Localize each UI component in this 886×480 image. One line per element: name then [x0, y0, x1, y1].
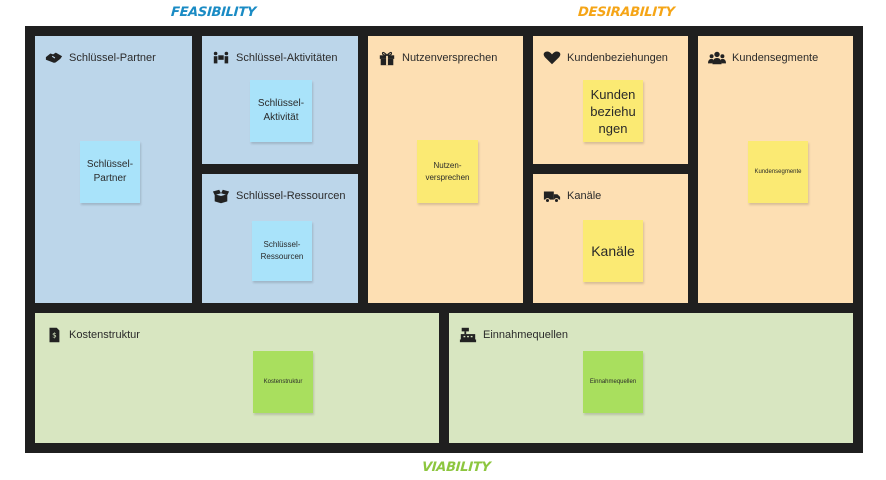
- sticky-note[interactable]: Kanäle: [583, 220, 643, 282]
- block-title: Nutzenversprechen: [402, 52, 498, 64]
- block-key-activities: Schlüssel-Aktivitäten Schlüssel- Aktivit…: [202, 36, 358, 164]
- sticky-note[interactable]: Kundensegmente: [748, 141, 808, 203]
- gift-icon: [378, 50, 396, 66]
- cash-register-icon: [459, 327, 477, 343]
- heart-icon: [543, 50, 561, 66]
- users-icon: [708, 50, 726, 66]
- block-title: Einnahmequellen: [483, 329, 569, 341]
- block-cost-structure: $ Kostenstruktur Kostenstruktur: [35, 313, 439, 443]
- sticky-note[interactable]: Schlüssel- Partner: [80, 141, 140, 203]
- block-channels: Kanäle Kanäle: [533, 174, 688, 303]
- dollar-file-icon: $: [45, 327, 63, 343]
- desirability-label: DESIRABILITY: [577, 5, 676, 20]
- block-title: Kanäle: [567, 190, 602, 202]
- block-customer-relationships: Kundenbeziehungen Kunden beziehu ngen: [533, 36, 688, 164]
- block-title: Schlüssel-Ressourcen: [236, 190, 346, 202]
- block-revenue-streams: Einnahmequellen Einnahmequellen: [449, 313, 853, 443]
- block-value-propositions: Nutzenversprechen Nutzen- versprechen: [368, 36, 523, 303]
- business-model-canvas: Schlüssel-Partner Schlüssel- Partner Sch…: [25, 26, 863, 453]
- people-carry-icon: [212, 50, 230, 66]
- block-key-partners: Schlüssel-Partner Schlüssel- Partner: [35, 36, 192, 303]
- block-key-resources: Schlüssel-Ressourcen Schlüssel- Ressourc…: [202, 174, 358, 303]
- open-box-icon: [212, 188, 230, 204]
- block-title: Schlüssel-Aktivitäten: [236, 52, 338, 64]
- sticky-note[interactable]: Kostenstruktur: [253, 351, 313, 413]
- sticky-note[interactable]: Kunden beziehu ngen: [583, 80, 643, 142]
- truck-icon: [543, 188, 561, 204]
- sticky-note[interactable]: Nutzen- versprechen: [417, 140, 478, 203]
- viability-label: VIABILITY: [421, 460, 491, 475]
- block-title: Schlüssel-Partner: [69, 52, 156, 64]
- sticky-note[interactable]: Einnahmequellen: [583, 351, 643, 413]
- block-customer-segments: Kundensegmente Kundensegmente: [698, 36, 853, 303]
- handshake-icon: [45, 50, 63, 66]
- sticky-note[interactable]: Schlüssel- Ressourcen: [252, 221, 312, 281]
- block-title: Kostenstruktur: [69, 329, 140, 341]
- feasibility-label: FEASIBILITY: [170, 5, 257, 20]
- block-title: Kundenbeziehungen: [567, 52, 668, 64]
- svg-text:$: $: [52, 331, 57, 340]
- block-title: Kundensegmente: [732, 52, 819, 64]
- sticky-note[interactable]: Schlüssel- Aktivität: [250, 80, 312, 142]
